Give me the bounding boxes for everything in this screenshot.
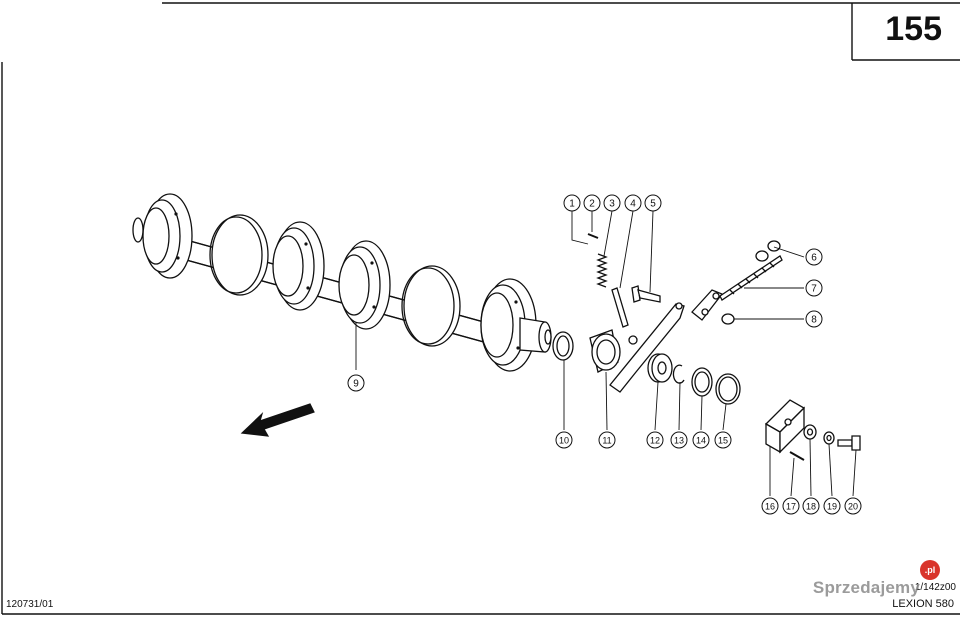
callout-circle-16 <box>761 497 779 515</box>
callout-label-11: 11 <box>602 436 611 446</box>
part-19-washer <box>823 431 835 445</box>
part-16-bracket-block <box>764 399 806 454</box>
part-18-washer <box>803 424 817 440</box>
callout-label-14: 14 <box>696 436 706 446</box>
callout-circle-12 <box>646 431 664 449</box>
watermark-badge: .pl <box>920 560 940 580</box>
watermark-text: Sprzedajemy <box>812 578 920 597</box>
callout-circle-10 <box>555 431 573 449</box>
callout-label-18: 18 <box>806 502 816 512</box>
direction-arrow-icon <box>240 403 315 437</box>
callout-circle-3 <box>603 194 621 212</box>
callout-circle-15 <box>714 431 732 449</box>
leader-lines <box>355 210 857 497</box>
callout-circle-17 <box>782 497 800 515</box>
part-14-washer <box>691 367 713 397</box>
part-8-nut <box>721 313 735 325</box>
rotor-shaft <box>132 193 552 372</box>
callout-label-4: 4 <box>630 199 636 210</box>
callout-circle-4 <box>624 194 642 212</box>
model-name: LEXION 580 <box>892 598 954 610</box>
part-4-rod <box>611 287 629 328</box>
callout-circle-20 <box>844 497 862 515</box>
part-3-spring <box>596 253 608 288</box>
page-number: 155 <box>885 10 942 48</box>
part-17-pin <box>789 451 805 461</box>
flange-bolts <box>174 212 520 350</box>
callout-label-10: 10 <box>559 436 569 446</box>
callout-label-13: 13 <box>674 436 684 446</box>
callout-label-16: 16 <box>765 502 775 512</box>
part-5-bolt <box>631 285 661 303</box>
callout-label-9: 9 <box>353 379 359 390</box>
callout-label-12: 12 <box>650 436 660 446</box>
callout-label-3: 3 <box>609 199 615 210</box>
callout-circle-7 <box>805 279 823 297</box>
callout-label-8: 8 <box>811 315 817 326</box>
callout-circle-9 <box>347 374 365 392</box>
part-11-bearing-housing <box>589 302 685 393</box>
callout-label-6: 6 <box>811 253 817 264</box>
part-6-nuts <box>755 240 781 262</box>
callout-circle-1 <box>563 194 581 212</box>
drawing-number: 1/142z00 <box>914 582 956 593</box>
callout-label-19: 19 <box>827 502 837 512</box>
callout-label-7: 7 <box>811 284 817 295</box>
callout-circle-2 <box>583 194 601 212</box>
callout-circle-6 <box>805 248 823 266</box>
callout-label-20: 20 <box>848 502 858 512</box>
callout-label-15: 15 <box>718 436 728 446</box>
part-7-adjusting-arm <box>691 255 783 321</box>
part-20-bolt <box>837 435 861 451</box>
callout-label-1: 1 <box>569 199 575 210</box>
document-id: 120731/01 <box>6 599 54 610</box>
part-12-bearing <box>647 353 673 383</box>
callout-circle-8 <box>805 310 823 328</box>
part-10-seal-ring <box>552 331 574 361</box>
callout-circle-5 <box>644 194 662 212</box>
callout-circle-11 <box>598 431 616 449</box>
callout-circle-18 <box>802 497 820 515</box>
part-13-circlip <box>672 364 685 384</box>
callout-circle-19 <box>823 497 841 515</box>
callout-circle-14 <box>692 431 710 449</box>
part-15-snap-ring <box>715 373 741 405</box>
part-2-pin <box>587 233 599 239</box>
callout-label-5: 5 <box>650 199 656 210</box>
callout-label-2: 2 <box>589 199 595 210</box>
callout-label-17: 17 <box>786 502 796 512</box>
callout-circle-13 <box>670 431 688 449</box>
